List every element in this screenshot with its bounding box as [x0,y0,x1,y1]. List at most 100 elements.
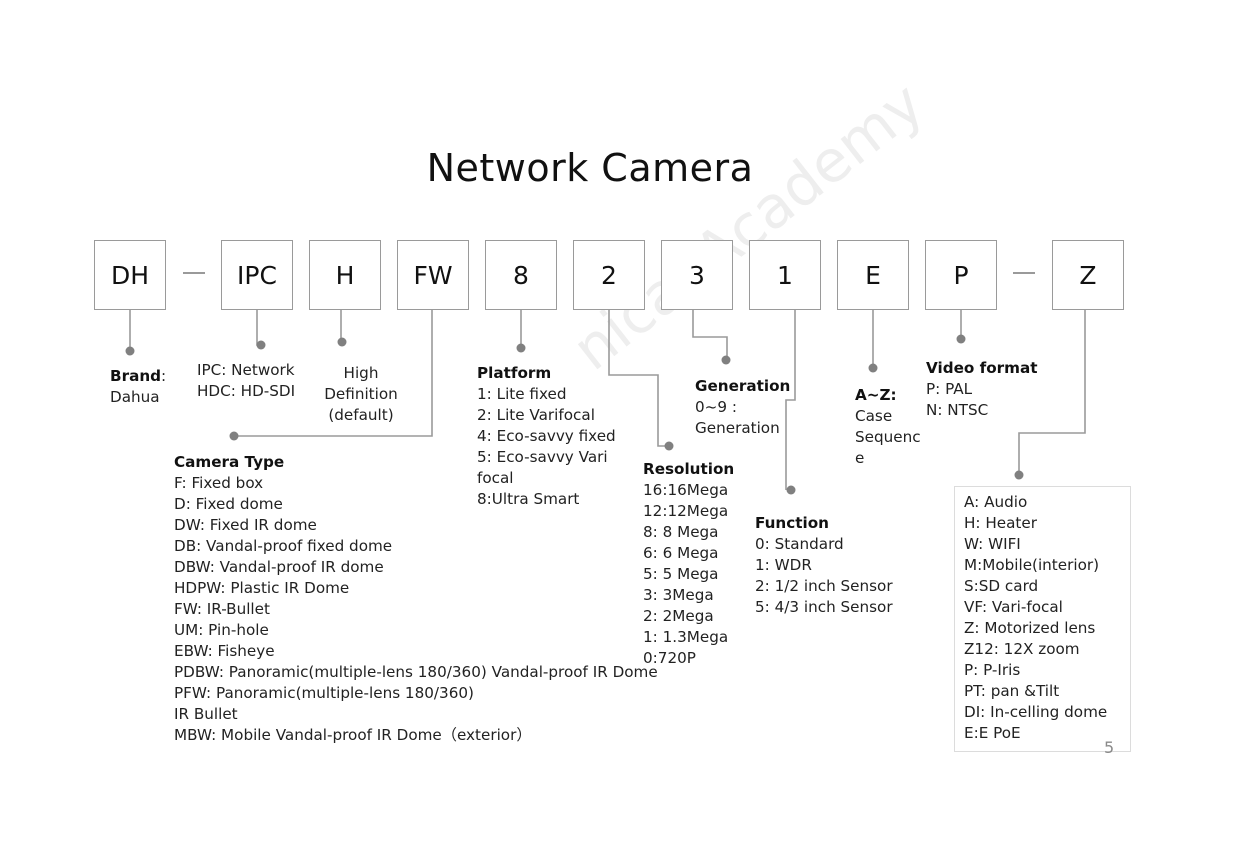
connector-dot [664,441,674,451]
connector-dot [721,355,731,365]
brand-heading: Brand [110,367,161,385]
option-item: Z12: 12X zoom [964,640,1080,658]
function-list: Function 0: Standard 1: WDR 2: 1/2 inch … [755,513,893,618]
platform-list: Platform 1: Lite fixed 2: Lite Varifocal… [477,363,616,510]
platform-item: 5: Eco-savvy Vari [477,448,608,466]
segment-box-case-sequence: E [837,240,909,310]
case-sequence-item: Sequenc [855,428,921,446]
segment-box-h: H [309,240,381,310]
h-line: (default) [328,406,394,424]
function-item: 1: WDR [755,556,812,574]
resolution-heading: Resolution [643,460,735,478]
resolution-item: 2: 2Mega [643,607,714,625]
camera-type-item: HDPW: Plastic IR Dome [174,579,350,597]
resolution-item: 6: 6 Mega [643,544,719,562]
segment-box-resolution: 2 [573,240,645,310]
option-item: W: WIFI [964,535,1021,553]
connector-ipc [256,310,261,346]
generation-item: 0~9 : [695,398,737,416]
watermark: nical Academy [560,68,937,384]
connector-dot [1014,470,1024,480]
ipc-line: HDC: HD-SDI [197,382,296,400]
option-item: M:Mobile(interior) [964,556,1100,574]
segment-box-function: 1 [749,240,821,310]
camera-type-item: UM: Pin-hole [174,621,269,639]
case-sequence-list: A~Z: Case Sequenc e [855,385,921,469]
options-box [954,486,1131,752]
generation-list: Generation 0~9 : Generation [695,376,790,439]
camera-type-item: IR Bullet [174,705,238,723]
h-label: High Definition (default) [318,363,404,426]
camera-type-item: EBW: Fisheye [174,642,275,660]
platform-heading: Platform [477,364,552,382]
option-item: VF: Vari-focal [964,598,1063,616]
resolution-item: 0:720P [643,649,696,667]
connector-generation [692,310,728,360]
platform-item: 1: Lite fixed [477,385,567,403]
connector-dot [256,340,266,350]
segment-box-camera-type: FW [397,240,469,310]
connector-dot [125,346,135,356]
camera-type-item: PDBW: Panoramic(multiple-lens 180/360) V… [174,663,658,681]
resolution-item: 5: 5 Mega [643,565,719,583]
connector-dot [868,363,878,373]
resolution-list: Resolution 16:16Mega 12:12Mega 8: 8 Mega… [643,459,734,669]
camera-type-item: PFW: Panoramic(multiple-lens 180/360) [174,684,474,702]
camera-type-item: DB: Vandal-proof fixed dome [174,537,393,555]
brand-colon: : [161,367,167,385]
option-item: S:SD card [964,577,1039,595]
option-item: E:E PoE [964,724,1021,742]
h-line: Definition [324,385,398,403]
resolution-item: 1: 1.3Mega [643,628,729,646]
function-item: 5: 4/3 inch Sensor [755,598,893,616]
camera-type-item: DW: Fixed IR dome [174,516,317,534]
platform-item: 2: Lite Varifocal [477,406,595,424]
video-format-heading: Video format [926,359,1038,377]
brand-value: Dahua [110,388,160,406]
camera-type-item: FW: IR-Bullet [174,600,270,618]
video-format-list: Video format P: PAL N: NTSC [926,358,1037,421]
page-title: Network Camera [426,146,754,190]
segment-box-ipc: IPC [221,240,293,310]
case-sequence-item: Case [855,407,893,425]
connector-dot [516,343,526,353]
separator-dash [1013,272,1035,274]
segment-box-video-format: P [925,240,997,310]
brand-label: Brand: Dahua [110,366,166,408]
connector-dot [956,334,966,344]
platform-item: 8:Ultra Smart [477,490,580,508]
option-item: P: P-Iris [964,661,1021,679]
ipc-label: IPC: Network HDC: HD-SDI [197,360,295,402]
camera-type-list: Camera Type F: Fixed box D: Fixed dome D… [174,452,658,746]
ipc-line: IPC: Network [197,361,295,379]
h-line: High [343,364,379,382]
camera-type-item: D: Fixed dome [174,495,283,513]
option-item: H: Heater [964,514,1037,532]
connector-dot [786,485,796,495]
separator-dash [183,272,205,274]
connector-dot [229,431,239,441]
option-item: PT: pan &Tilt [964,682,1060,700]
camera-type-item: MBW: Mobile Vandal-proof IR Dome（exterio… [174,726,532,744]
generation-heading: Generation [695,377,791,395]
case-sequence-item: e [855,449,865,467]
resolution-item: 12:12Mega [643,502,729,520]
resolution-item: 16:16Mega [643,481,729,499]
generation-item: Generation [695,419,780,437]
segment-box-platform: 8 [485,240,557,310]
camera-type-heading: Camera Type [174,453,285,471]
platform-item: 4: Eco-savvy fixed [477,427,616,445]
function-item: 0: Standard [755,535,844,553]
case-sequence-heading: A~Z: [855,386,897,404]
resolution-item: 3: 3Mega [643,586,714,604]
function-item: 2: 1/2 inch Sensor [755,577,893,595]
platform-item: focal [477,469,514,487]
segment-box-generation: 3 [661,240,733,310]
option-item: A: Audio [964,493,1028,511]
resolution-item: 8: 8 Mega [643,523,719,541]
camera-type-item: F: Fixed box [174,474,264,492]
option-item: DI: In-celling dome [964,703,1108,721]
video-format-item: P: PAL [926,380,973,398]
option-item: Z: Motorized lens [964,619,1096,637]
function-heading: Function [755,514,829,532]
